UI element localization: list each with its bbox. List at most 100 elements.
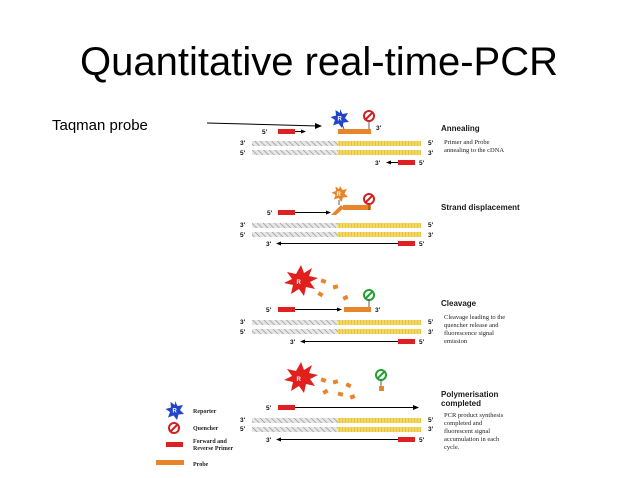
reporter-icon [284, 362, 318, 393]
template-strand-yellow [338, 223, 421, 228]
stage-description: accumulation in each [444, 436, 500, 443]
stage-title: Cleavage [441, 299, 477, 308]
reverse-primer [398, 241, 415, 246]
strand-end-label: 3' [240, 140, 246, 147]
strand-end-label: 5' [419, 339, 425, 346]
stage-cleavage: R 5' 3' 3' 5' 5' 3' 3' [240, 265, 505, 346]
reverse-primer [398, 160, 415, 165]
legend-label: Quencher [193, 426, 219, 432]
template-strand-grey [252, 223, 338, 228]
stage-description: completed and [444, 420, 483, 427]
reporter-letter: R [337, 192, 342, 198]
template-strand-grey [252, 320, 338, 325]
stage-description: fluorescence signal [444, 330, 494, 337]
reporter-letter: R [338, 117, 343, 123]
probe-fragment [337, 391, 344, 397]
template-strand-yellow [338, 418, 421, 423]
template-strand-grey [252, 427, 338, 432]
reverse-primer [398, 339, 415, 344]
template-strand-grey [252, 232, 338, 237]
probe-fragment [379, 386, 384, 391]
probe-fragment [322, 388, 329, 395]
strand-end-label: 5' [428, 417, 434, 424]
probe-fragment [345, 382, 352, 389]
template-strand-yellow [338, 320, 421, 325]
stage-title: Polymerisation [441, 390, 498, 399]
stage-description: Primer and Probe [444, 139, 490, 146]
strand-end-label: 3' [290, 339, 296, 346]
reporter-icon [284, 265, 318, 296]
stage-description: cycle. [444, 444, 460, 451]
probe-icon [156, 460, 184, 465]
strand-end-label: 3' [376, 125, 382, 132]
probe-fragment [320, 278, 327, 284]
legend-label-line2: Reverse Primer [193, 446, 233, 452]
forward-primer [278, 405, 295, 410]
strand-end-label: 3' [266, 437, 272, 444]
strand-end-label: 3' [428, 329, 434, 336]
template-strand-yellow [338, 427, 421, 432]
reporter-icon [330, 109, 349, 128]
stage-polymerisation: R 5' 3' 5' 5' 3' 3' [240, 362, 504, 451]
probe-fragment [320, 377, 327, 383]
probe-fragment [342, 294, 349, 301]
strand-end-label: 3' [428, 232, 434, 239]
legend-label: Probe [193, 462, 209, 468]
strand-end-label: 3' [266, 241, 272, 248]
slide-subtitle: Taqman probe [52, 117, 148, 134]
strand-end-label: 5' [240, 150, 246, 157]
reporter-icon [331, 186, 348, 202]
legend-label: Reporter [193, 409, 217, 415]
reverse-primer [398, 437, 415, 442]
template-strand-grey [252, 141, 338, 146]
reporter-letter: R [297, 280, 302, 286]
probe-fragment [349, 394, 356, 400]
primer-icon [166, 442, 183, 447]
probe-fragment [332, 284, 339, 290]
strand-end-label: 3' [240, 319, 246, 326]
strand-end-label: 3' [240, 222, 246, 229]
legend-label: Forward and [193, 439, 227, 445]
probe-fragment [317, 291, 324, 298]
stage-description: quencher release and [444, 322, 499, 329]
legend: R Reporter Quencher Forward and Reverse … [156, 401, 233, 468]
strand-end-label: 3' [428, 150, 434, 157]
strand-end-label: 5' [419, 437, 425, 444]
template-strand-grey [252, 418, 338, 423]
probe-displaced [331, 205, 344, 215]
strand-end-label: 5' [266, 307, 272, 314]
strand-end-label: 3' [240, 417, 246, 424]
stage-description: Cleavage leading to the [444, 314, 505, 321]
pointer-arrowhead [315, 123, 322, 129]
stage-description: fluorescent signal [444, 428, 490, 435]
stage-annealing: 5' R 3' 3' 5' 5' 3' 3' 5' Anne [240, 109, 504, 167]
template-strand-grey [252, 329, 338, 334]
stage-strand-displacement: 5' R 3' 5' 5' 3' 3' 5' Strand [240, 186, 520, 248]
slide-title: Quantitative real-time-PCR [80, 40, 558, 84]
template-strand-grey [252, 150, 338, 155]
strand-end-label: 5' [240, 232, 246, 239]
pointer-arrow [206, 122, 319, 127]
forward-primer [278, 129, 295, 134]
strand-end-label: 5' [262, 129, 268, 136]
strand-end-label: 5' [419, 160, 425, 167]
probe [344, 307, 371, 312]
strand-end-label: 3' [375, 160, 381, 167]
strand-end-label: 5' [419, 241, 425, 248]
stage-description: annealing to the cDNA [444, 147, 504, 154]
stage-title-line2: completed [441, 399, 481, 408]
probe [338, 129, 371, 134]
strand-end-label: 3' [428, 426, 434, 433]
probe [343, 205, 371, 210]
stage-description: emission [444, 338, 468, 345]
probe-fragment [332, 379, 339, 385]
template-strand-yellow [338, 150, 421, 155]
strand-end-label: 5' [240, 329, 246, 336]
forward-primer [278, 210, 295, 215]
stage-title: Annealing [441, 124, 480, 133]
template-strand-yellow [338, 141, 421, 146]
template-strand-yellow [338, 232, 421, 237]
strand-end-label: 3' [375, 307, 381, 314]
strand-end-label: 5' [267, 210, 273, 217]
